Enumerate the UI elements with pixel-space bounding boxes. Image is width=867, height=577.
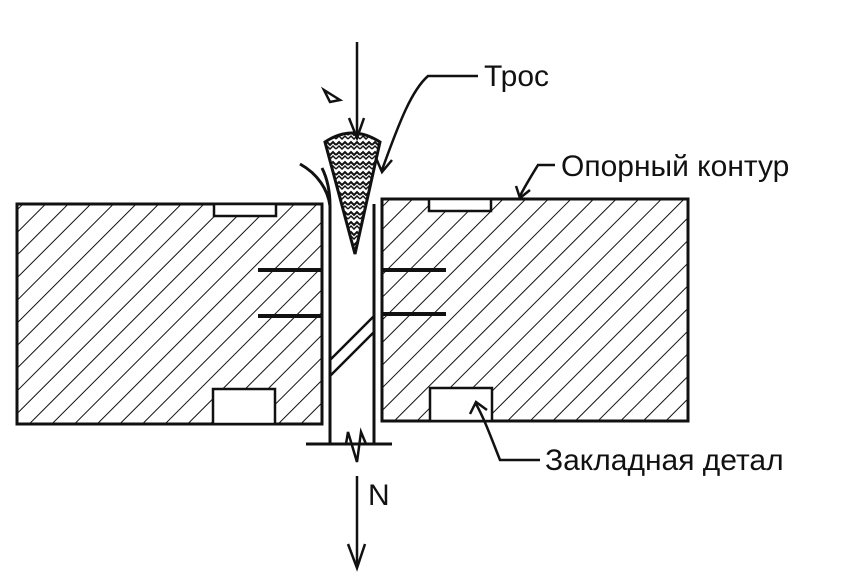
- cable-label: Трос: [484, 60, 549, 93]
- top-force-arrow: [320, 42, 366, 142]
- ferrule-lip: [299, 162, 332, 207]
- cable-wedge: [323, 131, 382, 255]
- support-contour-leader: [514, 163, 555, 201]
- embedded-part-label: Закладная детал: [545, 444, 784, 477]
- right-top-recess: [427, 197, 493, 213]
- support-contour-label: Опорный контур: [561, 150, 789, 183]
- left-slab: [15, 202, 324, 426]
- arrow-flag-icon: [320, 86, 344, 104]
- force-label: N: [368, 479, 390, 512]
- cable-leader: [374, 74, 478, 175]
- bottom-force-arrow: [346, 476, 367, 572]
- central-channel: [306, 204, 392, 463]
- embedded-part-leader: [468, 400, 540, 462]
- left-embedded-part: [211, 387, 277, 426]
- left-top-recess: [212, 202, 278, 218]
- right-slab: [380, 197, 690, 423]
